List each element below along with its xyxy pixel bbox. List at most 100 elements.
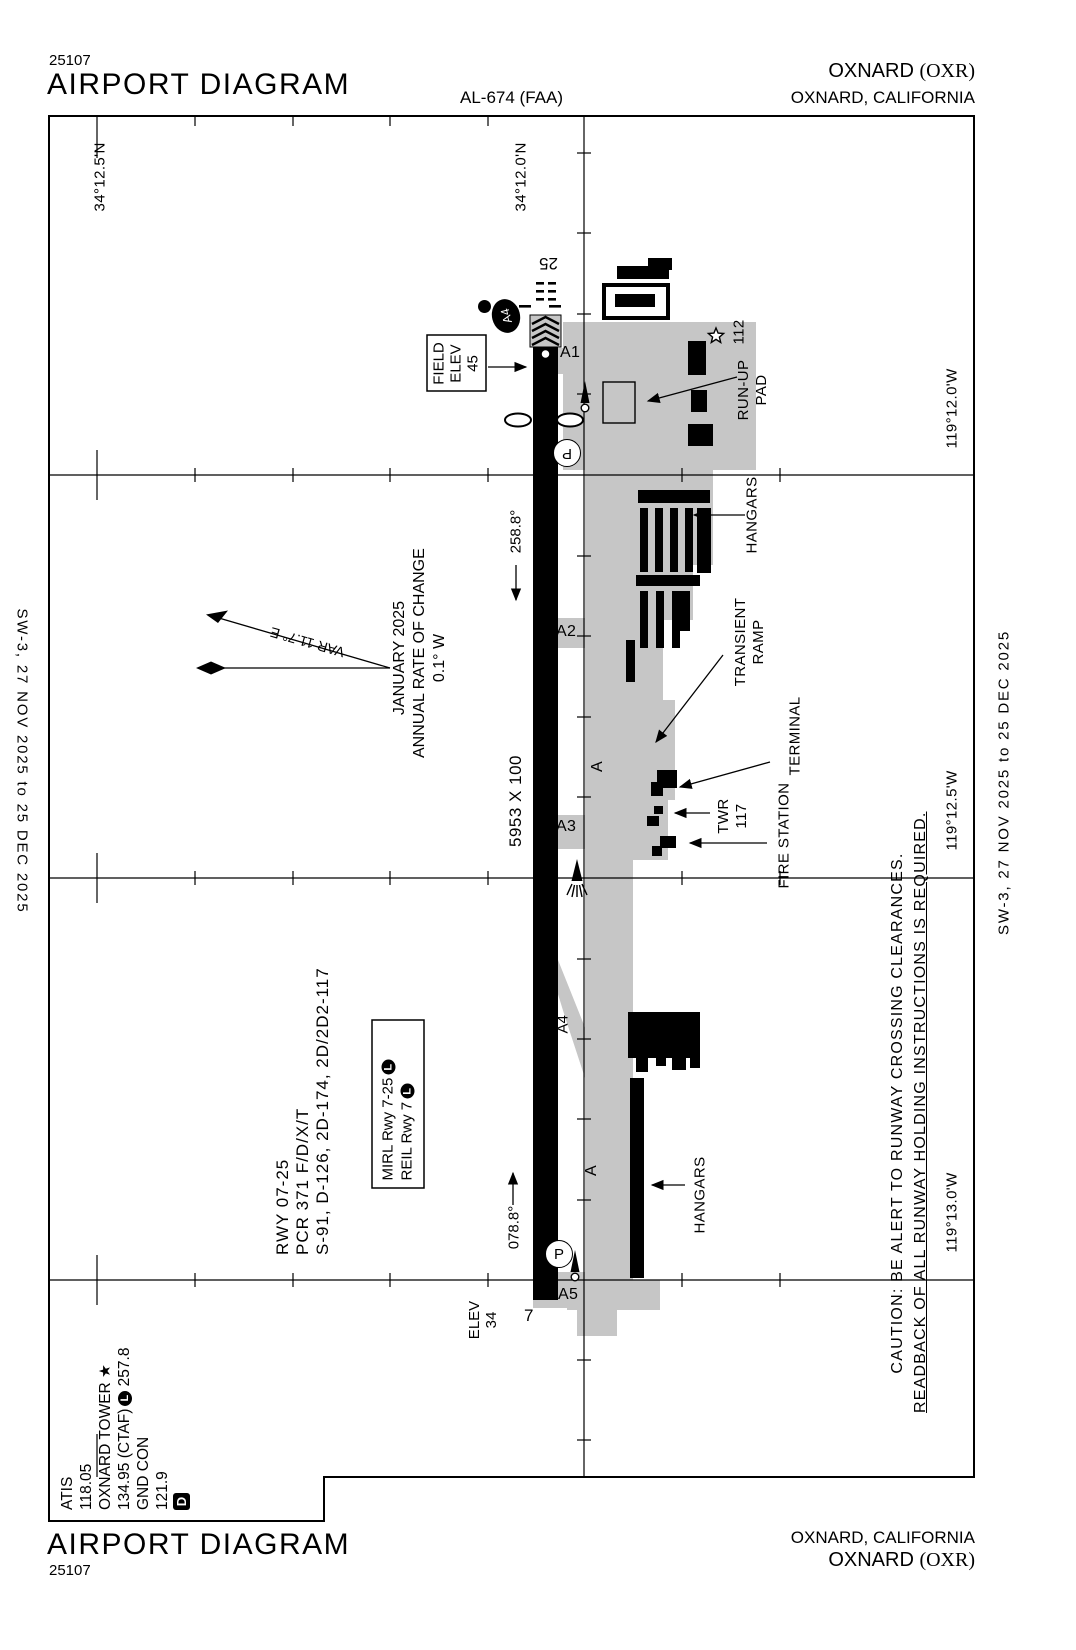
atis-label: ATIS [59, 1476, 76, 1510]
runway-data-line3: S-91, D-126, 2D-174, 2D/2D2-117 [313, 967, 332, 1255]
arresting-gear-icon [504, 412, 584, 428]
field-elev-line2: ELEV [447, 344, 465, 383]
header-title: AIRPORT DIAGRAM [47, 68, 351, 101]
variation-rate-line2: 0.1° W [431, 633, 448, 683]
chart-id: AL-674 (FAA) [460, 88, 563, 107]
threshold-point [540, 348, 551, 360]
circled-p-top: P [553, 439, 581, 467]
lat-label-12-5: 34°12.5'N [91, 142, 109, 212]
airport-plan [48, 115, 975, 1522]
ground-control-frequency: 121.9 [154, 1471, 171, 1510]
hangars-bottom-label: HANGARS [691, 1156, 709, 1234]
transient-line2: RAMP [750, 619, 767, 665]
caution-line2: READBACK OF ALL RUNWAY HOLDING INSTRUCTI… [912, 811, 929, 1413]
runway-data-line1: RWY 07-25 [273, 1158, 292, 1255]
header-plate-number: 25107 [49, 52, 91, 69]
lighting-text: MIRL Rwy 7-25L REIL Rwy 7L [379, 1036, 417, 1181]
reil-text: REIL Rwy 7 [398, 1101, 416, 1181]
field-elev-value: 45 [464, 355, 482, 372]
cpdlc-d-row: D [172, 1325, 191, 1510]
footer-airport-id: OXNARD (OXR) [828, 1549, 975, 1572]
field-elev-line1: FIELD [430, 342, 448, 385]
ground-control-label: GND CON [135, 1436, 152, 1510]
taxiway-label-a2: A2 [556, 623, 577, 640]
mirl-text: MIRL Rwy 7-25 [379, 1077, 397, 1181]
taxiway-label-a5: A5 [558, 1286, 579, 1303]
lon-label-13-0: 119°13.0'W [943, 1172, 961, 1253]
footer-city-state: OXNARD, CALIFORNIA [790, 1528, 975, 1547]
annotation-arrows [488, 361, 771, 1205]
twr-line2: 117 [733, 803, 750, 829]
footer-plate-number: 25107 [49, 1562, 91, 1579]
twr-line1: TWR [715, 798, 732, 834]
lon-label-12-0: 119°12.0'W [943, 368, 961, 449]
transient-line1: TRANSIENT [732, 597, 749, 687]
runup-line2: PAD [753, 374, 770, 406]
tower-freq-uhf: 257.8 [116, 1347, 133, 1391]
header-airport-code: (OXR) [919, 60, 975, 82]
atis-frequency: 118.05 [78, 1463, 95, 1510]
runway-data-block: RWY 07-25 PCR 371 F/D/X/T S-91, D-126, 2… [273, 915, 333, 1255]
lat-label-12-0: 34°12.0'N [512, 142, 530, 212]
buildings [602, 258, 713, 1278]
taxiway-label-a3: A3 [556, 818, 577, 835]
rwy7-elev-value: 34 [483, 1311, 500, 1329]
rwy7-elevation: ELEV 34 [466, 1298, 500, 1342]
runway-7-25 [533, 347, 558, 1300]
rwy7-elev-label: ELEV [466, 1300, 483, 1340]
right-edition-date: SW-3, 27 NOV 2025 to 25 DEC 2025 [995, 630, 1013, 935]
header-airport-id: OXNARD (OXR) [828, 60, 975, 83]
comm-frequency-block: ATIS 118.05 OXNARD TOWER ★ 134.95 (CTAF)… [58, 1325, 191, 1510]
transient-ramp-label: TRANSIENT RAMP [732, 596, 768, 688]
taxiway-sign-a4-text: A4 [497, 307, 515, 325]
header-airport-name: OXNARD [828, 60, 920, 82]
tower-freq-ctaf: 134.95 (CTAF) [116, 1408, 133, 1510]
runway-data-line2: PCR 371 F/D/X/T [293, 1107, 312, 1255]
beacon-icon [566, 859, 588, 898]
lighting-line2: REIL Rwy 7 L [398, 1036, 417, 1181]
twr-label: TWR 117 [715, 798, 751, 834]
beacon-value-label: 112 [730, 319, 748, 345]
lighting-box [371, 1019, 425, 1189]
taxiway-label-a1: A1 [560, 344, 581, 361]
taxiway-sign-dot [478, 300, 491, 313]
field-elev-box [426, 334, 487, 392]
terminal-label: TERMINAL [786, 696, 804, 776]
windsock-top-icon [580, 381, 590, 413]
header-city-state: OXNARD, CALIFORNIA [790, 88, 975, 107]
star-icon [706, 326, 726, 345]
lon-label-12-5: 119°12.5'W [943, 770, 961, 851]
runway-number-25: 25 [539, 254, 558, 273]
left-edition-date: SW-3, 27 NOV 2025 to 25 DEC 2025 [13, 608, 31, 914]
circled-p-bottom: P [545, 1240, 573, 1268]
runway-number-7: 7 [524, 1306, 534, 1325]
threshold-dashes [519, 282, 561, 308]
pilot-controlled-lighting-icon: L [118, 1390, 132, 1406]
runup-pad [602, 381, 636, 424]
fire-station-label: FIRE STATION [775, 782, 793, 889]
runway-dimensions: 5953 X 100 [506, 755, 525, 847]
cpdlc-d-icon: D [173, 1493, 190, 1510]
field-elev-text: FIELD ELEV 45 [431, 338, 482, 390]
lighting-line1: MIRL Rwy 7-25 L [379, 1036, 398, 1181]
graticule-lines [48, 115, 975, 1477]
displaced-threshold-chevrons [529, 314, 562, 348]
pilot-controlled-lighting-icon: L [381, 1059, 396, 1075]
tower-label: OXNARD TOWER ★ [97, 1364, 114, 1510]
taxiway-label-a4: A4 [554, 1015, 572, 1034]
variation-arrows [196, 610, 391, 675]
footer-airport-name: OXNARD [828, 1549, 920, 1571]
runway-heading-25: 258.8° [507, 509, 525, 554]
variation-rate-block: JANUARY 2025 ANNUAL RATE OF CHANGE 0.1° … [390, 548, 450, 758]
windsock-bottom-icon [570, 1250, 580, 1282]
runup-pad-label: RUN-UP PAD [735, 355, 771, 425]
variation-date: JANUARY 2025 [391, 600, 408, 716]
variation-rate-line1: ANNUAL RATE OF CHANGE [411, 548, 428, 758]
runup-line1: RUN-UP [735, 359, 752, 421]
pilot-controlled-lighting-icon: L [400, 1083, 415, 1099]
footer-title: AIRPORT DIAGRAM [47, 1528, 351, 1561]
taxiway-label-a-lower: A [583, 1165, 600, 1176]
caution-line1: CAUTION: BE ALERT TO RUNWAY CROSSING CLE… [889, 852, 906, 1374]
circled-p-bottom-text: P [553, 1245, 564, 1263]
